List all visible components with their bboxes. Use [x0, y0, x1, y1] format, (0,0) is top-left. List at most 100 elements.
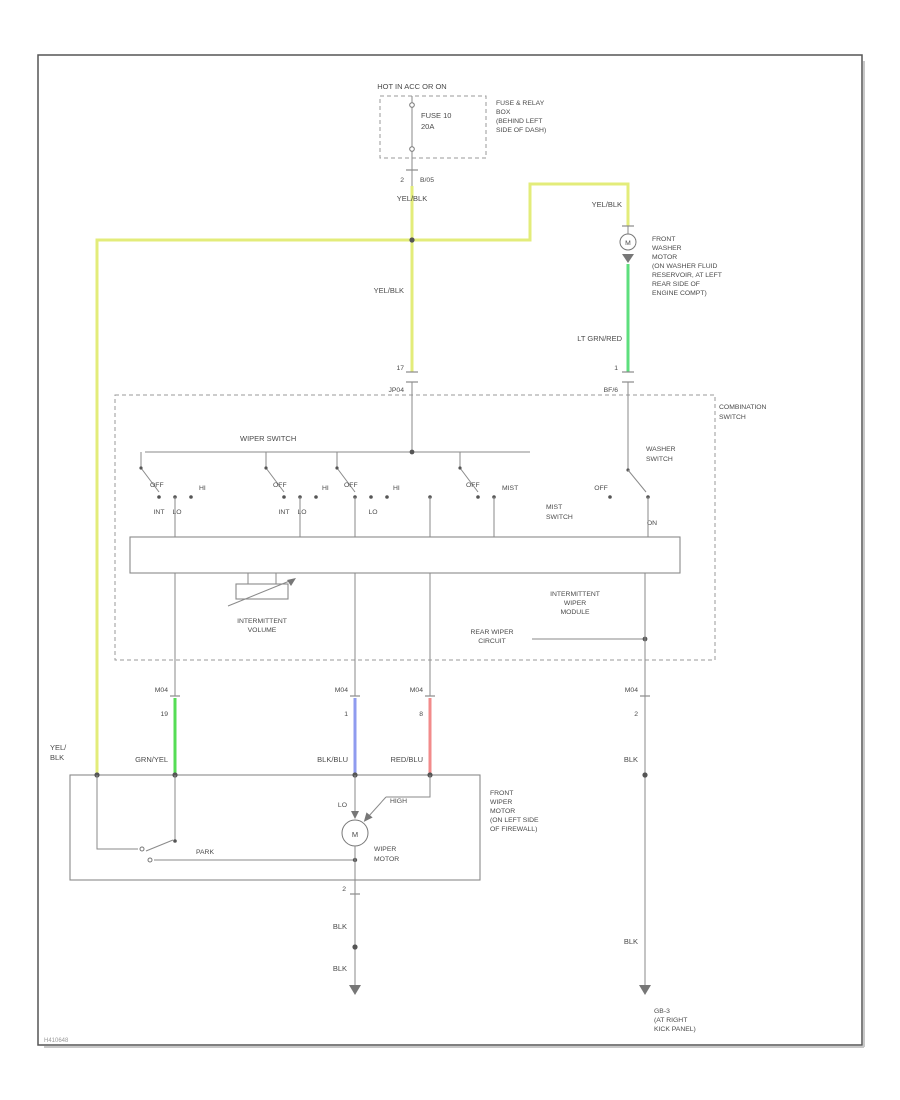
wire-yelblk-right-branch [412, 182, 630, 242]
ground-label-line: GB-3 [654, 1008, 670, 1015]
front-washer-motor: M FRONT WASHER MOTOR (ON WASHER FLUID RE… [577, 225, 722, 343]
pot-body [235, 583, 289, 600]
wire-label-blk: BLK [624, 937, 638, 946]
junction-dot [409, 449, 415, 455]
high-brush-arrow [363, 812, 373, 822]
fuse-box-note-line: BOX [496, 109, 511, 116]
pivot-dot [173, 839, 177, 843]
drop-wires: M04 M04 M04 M04 19 1 8 2 GRN/YEL BLK/BLU… [50, 573, 650, 985]
contact-dot [157, 495, 161, 499]
wiper-motor-note-line: (ON LEFT SIDE [490, 817, 539, 824]
intermittent-volume-label: INTERMITTENT [237, 618, 287, 625]
connector-name: B/05 [420, 177, 434, 184]
pot-arrow [227, 579, 293, 607]
switch-bus-bar [129, 536, 681, 574]
connector-name: M04 [625, 687, 638, 694]
frame-shadow [44, 61, 865, 1048]
pos-lo: LO [368, 509, 377, 516]
wire-label-blk: BLK [333, 922, 347, 931]
wiper-motor-label: MOTOR [374, 856, 399, 863]
washer-motor-note-line: WASHER [652, 245, 682, 252]
wiper-motor-note-line: WIPER [490, 799, 512, 806]
contact-dot [385, 495, 389, 499]
washer-motor-note-line: RESERVOIR, AT LEFT [652, 272, 722, 279]
switch-arm [336, 467, 356, 493]
wiper-motor-note-line: MOTOR [490, 808, 515, 815]
wire-label-yelblk-left: BLK [50, 753, 64, 762]
washer-motor-note-line: REAR SIDE OF [652, 281, 700, 288]
pos-lo: LO [297, 509, 306, 516]
fuse-box-note-line: (BEHIND LEFT [496, 118, 542, 125]
contact-dot [282, 495, 286, 499]
wiper-switch-wafer-1: OFF INT LO HI [139, 452, 206, 537]
fuse-relay-box-outline [379, 95, 487, 159]
pos-hi: HI [322, 485, 329, 492]
terminal-dot [642, 772, 648, 778]
wire-label-redblu: RED/BLU [390, 755, 423, 764]
washer-motor-note-line: (ON WASHER FLUID [652, 263, 718, 270]
mist-switch-label: MIST [546, 504, 562, 511]
wiper-switch-wafer-3: OFF LO HI [335, 452, 432, 537]
ground-right: BLK GB-3 (AT RIGHT KICK PANEL) [624, 937, 696, 1033]
washer-motor-note-line: MOTOR [652, 254, 677, 261]
front-wiper-motor: PARK LO HIGH M WIPER MOTOR FRONT WIPER M… [69, 772, 648, 881]
wire-label-grnyel: GRN/YEL [135, 755, 168, 764]
connector-pin: 2 [342, 886, 346, 893]
pos-off: OFF [344, 482, 358, 489]
pos-int: INT [279, 509, 290, 516]
connector-name: M04 [155, 687, 168, 694]
pos-hi: HI [393, 485, 400, 492]
park-feed-line [96, 775, 138, 850]
park-contact [139, 846, 145, 852]
pivot-dot [139, 466, 143, 470]
connector-name: JP04 [389, 387, 405, 394]
combination-switch-title: SWITCH [719, 414, 746, 421]
wire-label-yelblk-top: YEL/BLK [397, 194, 427, 203]
fuse-terminal-top [409, 102, 415, 108]
washer-switch-label: WASHER [646, 446, 676, 453]
wiper-motor-outline [69, 774, 481, 881]
pivot-dot [458, 466, 462, 470]
fuse-terminal-bottom [409, 146, 415, 152]
park-switch-arm [145, 839, 174, 852]
connector-name: M04 [410, 687, 423, 694]
intermittent-module-label: MODULE [560, 609, 590, 616]
wire-label-blkblu: BLK/BLU [317, 755, 348, 764]
pos-off: OFF [273, 482, 287, 489]
intermittent-volume: INTERMITTENT VOLUME [227, 573, 296, 634]
pos-mist: MIST [502, 485, 518, 492]
ground-label-line: KICK PANEL) [654, 1026, 696, 1033]
rear-wiper-circuit-label: CIRCUIT [478, 638, 506, 645]
connector-pin: 19 [160, 711, 168, 718]
washer-switch-label: SWITCH [646, 456, 673, 463]
connector-pin: 1 [344, 711, 348, 718]
fuse-box-note-line: FUSE & RELAY [496, 100, 545, 107]
rear-wiper-circuit-label: REAR WIPER [470, 629, 513, 636]
washer-pump-icon [622, 254, 634, 263]
mist-switch-wafer: OFF MIST MIST SWITCH [458, 452, 573, 537]
washer-motor-note-line: FRONT [652, 236, 675, 243]
pivot-dot [335, 466, 339, 470]
wire-label-yelblk-mid: YEL/BLK [374, 286, 404, 295]
connector-name: BF/6 [604, 387, 619, 394]
wiper-switch-wafer-2: OFF INT LO HI [264, 452, 329, 537]
washer-switch: WASHER SWITCH OFF ON [594, 446, 676, 537]
combination-switch-title: COMBINATION [719, 404, 767, 411]
connector-pin: 8 [419, 711, 423, 718]
wire-label-ltgrn: LT GRN/RED [577, 334, 622, 343]
combination-switch: COMBINATION SWITCH WIPER SWITCH OFF INT … [114, 382, 767, 661]
washer-motor-m: M [625, 240, 631, 247]
wire-yelblk-left-branch [95, 238, 412, 775]
wire-label-blk: BLK [333, 964, 347, 973]
fuse-box-section: HOT IN ACC OR ON FUSE 10 20A FUSE & RELA… [377, 82, 546, 203]
switch-arm [140, 467, 160, 493]
wire-label-yelblk-right: YEL/BLK [592, 200, 622, 209]
pivot-dot [264, 466, 268, 470]
mist-switch-label: SWITCH [546, 514, 573, 521]
fuse-name: FUSE 10 [421, 111, 451, 120]
pos-hi: HI [199, 485, 206, 492]
connector-pin: 1 [614, 365, 618, 372]
lo-label: LO [338, 802, 347, 809]
wire-label-yelblk-left: YEL/ [50, 743, 67, 752]
